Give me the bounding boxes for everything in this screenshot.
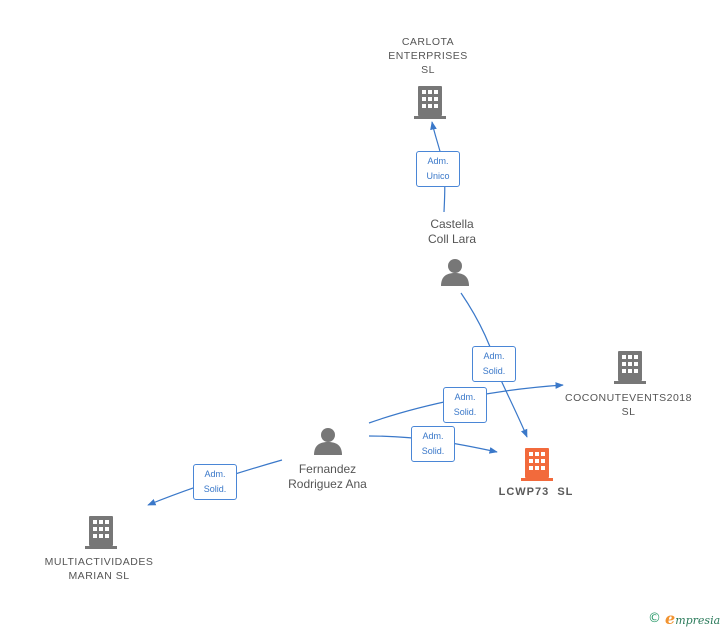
copyright-symbol: © bbox=[648, 610, 661, 626]
edge-label-line: Solid. bbox=[453, 407, 477, 417]
edge-label-adm-unico[interactable]: Adm. Unico bbox=[416, 151, 460, 187]
building-icon[interactable] bbox=[414, 86, 446, 119]
label-line: Coll Lara bbox=[427, 232, 477, 246]
edge-label-adm-solid[interactable]: Adm. Solid. bbox=[193, 464, 237, 500]
edge-label-adm-solid[interactable]: Adm. Solid. bbox=[443, 387, 487, 423]
edge-label-adm-solid[interactable]: Adm. Solid. bbox=[472, 346, 516, 382]
edge-label-line: Adm. bbox=[454, 392, 476, 402]
edge-label-line: Solid. bbox=[203, 484, 227, 494]
edge-label-line: Adm. bbox=[422, 431, 444, 441]
label-line: ENTERPRISES bbox=[388, 50, 468, 62]
building-icon[interactable] bbox=[85, 516, 117, 549]
edge-label-line: Adm. bbox=[427, 156, 449, 166]
building-icon-main[interactable] bbox=[521, 448, 553, 481]
person-icon[interactable] bbox=[441, 259, 469, 286]
label-line: Fernandez bbox=[298, 462, 357, 476]
footer-brand[interactable]: © empresia bbox=[648, 609, 720, 628]
building-icon[interactable] bbox=[614, 351, 646, 384]
node-label-fernandez[interactable]: Fernandez Rodriguez Ana bbox=[270, 462, 385, 492]
node-label-carlota[interactable]: CARLOTA ENTERPRISES SL bbox=[378, 35, 478, 77]
brand-rest: mpresia bbox=[675, 613, 721, 627]
node-label-lcwp73[interactable]: LCWP73 SL bbox=[486, 485, 586, 499]
node-label-coconut[interactable]: COCONUTEVENTS2018 SL bbox=[556, 391, 701, 419]
person-icon[interactable] bbox=[314, 428, 342, 455]
label-line: SL bbox=[421, 64, 435, 76]
label-line: Rodriguez Ana bbox=[288, 477, 367, 491]
edge-label-line: Adm. bbox=[483, 351, 505, 361]
label-line: CARLOTA bbox=[401, 36, 455, 48]
node-label-castella[interactable]: Castella Coll Lara bbox=[402, 217, 502, 247]
edge-label-line: Solid. bbox=[482, 366, 506, 376]
label-line: LCWP73 SL bbox=[498, 486, 574, 498]
edge-label-adm-solid[interactable]: Adm. Solid. bbox=[411, 426, 455, 462]
label-line: Castella bbox=[430, 217, 474, 231]
node-label-multi[interactable]: MULTIACTIVIDADES MARIAN SL bbox=[34, 555, 164, 583]
label-line: MULTIACTIVIDADES bbox=[44, 556, 154, 568]
label-line: SL bbox=[621, 406, 636, 418]
edge-label-line: Unico bbox=[426, 171, 450, 181]
label-line: MARIAN SL bbox=[68, 570, 130, 582]
brand-initial: e bbox=[665, 608, 676, 628]
brand-logo: empresia bbox=[665, 609, 720, 628]
edge-label-line: Adm. bbox=[204, 469, 226, 479]
edge-label-line: Solid. bbox=[421, 446, 445, 456]
label-line: COCONUTEVENTS2018 bbox=[565, 392, 692, 404]
